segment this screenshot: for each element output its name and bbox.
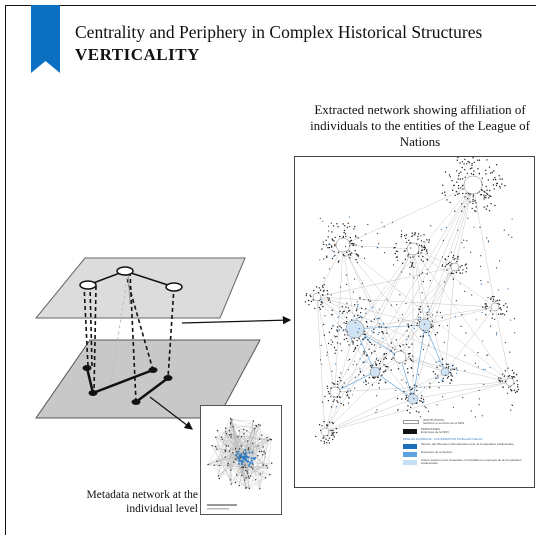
lower-node xyxy=(88,390,98,396)
metadata-edges xyxy=(207,418,272,489)
lower-node xyxy=(148,367,158,373)
legend-label: Employés de la Section xyxy=(421,449,453,454)
metadata-network-thumbnail xyxy=(200,405,282,515)
arrow-to-metadata xyxy=(149,396,193,430)
projection-lines xyxy=(83,271,175,403)
metadata-nodes xyxy=(207,417,273,490)
legend-row: Section des Bureaux internationaux et de… xyxy=(403,441,528,449)
lower-node xyxy=(131,399,141,405)
legend-label: Sections et services de la SDN xyxy=(423,421,465,426)
upper-edge-light xyxy=(127,271,131,305)
upper-plane xyxy=(34,257,246,319)
metadata-graph xyxy=(207,417,273,510)
legend-label: Autres sections pour lesquelles ont trav… xyxy=(421,457,522,466)
lower-node xyxy=(163,375,173,381)
legend-row: Autres sections pour lesquelles ont trav… xyxy=(403,457,528,466)
network-graph xyxy=(304,157,520,444)
lower-node xyxy=(82,365,92,371)
legend-label: Employés de la SDN xyxy=(421,430,449,435)
legend-row: Employés de la Section xyxy=(403,449,528,457)
slide-subtitle: VERTICALITY xyxy=(75,45,200,64)
arrow-to-network xyxy=(181,316,292,325)
slide-frame xyxy=(5,5,536,535)
extracted-network-caption: Extracted network showing affiliation of… xyxy=(310,102,530,149)
metadata-network-caption: Metadata network at the individual level xyxy=(86,489,198,515)
legend-label: INSTITUTIONS xyxy=(423,418,444,422)
upper-node xyxy=(79,280,97,290)
network-nodes xyxy=(304,157,520,444)
upper-node xyxy=(116,266,134,276)
legend-label: Section des Bureaux internationaux et de… xyxy=(421,441,514,446)
upper-node xyxy=(165,282,183,292)
slide-title: Centrality and Periphery in Complex Hist… xyxy=(75,22,483,42)
legend-heading: MISE EN ÉVIDENCE : COOPÉRATION INTELLECT… xyxy=(403,436,483,441)
bookmark-ribbon-icon xyxy=(31,5,60,73)
legend-label: PERSONNES xyxy=(421,426,440,431)
lower-network xyxy=(85,367,169,403)
light-projection xyxy=(109,271,129,391)
